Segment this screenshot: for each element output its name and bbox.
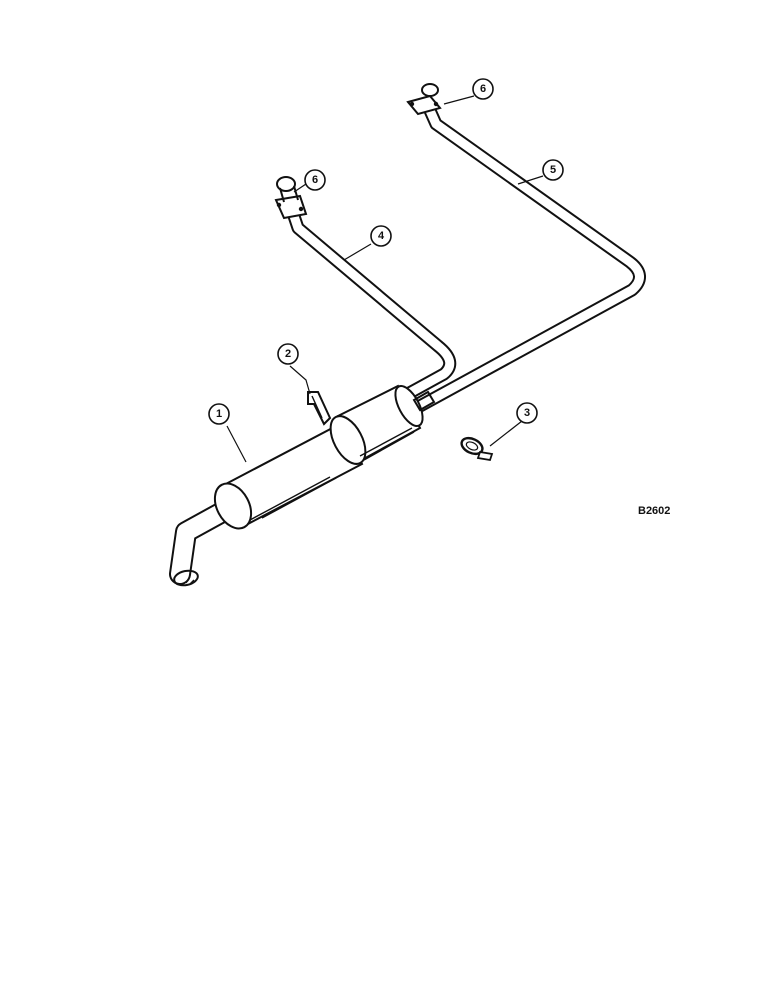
callout-1: 1 — [208, 403, 230, 425]
callout-label: 1 — [216, 408, 222, 420]
callout-label: 6 — [312, 174, 318, 186]
figure-reference-code: B2602 — [638, 505, 670, 517]
clamp-3 — [460, 436, 494, 462]
callout-label: 3 — [524, 407, 530, 419]
callout-label: 6 — [480, 83, 486, 95]
callout-6-left: 6 — [304, 169, 326, 191]
callout-2: 2 — [277, 343, 299, 365]
bracket-2 — [307, 391, 332, 426]
flange-6-right — [406, 83, 442, 116]
callout-leaders — [226, 95, 544, 463]
callout-6-right: 6 — [472, 78, 494, 100]
callout-label: 2 — [285, 348, 291, 360]
callout-4: 4 — [370, 225, 392, 247]
callout-label: 4 — [378, 230, 385, 242]
flange-6-left — [274, 176, 308, 220]
front-pipe-4 — [285, 203, 457, 403]
outlet-pipe — [169, 499, 237, 587]
callout-label: 5 — [550, 164, 556, 176]
callout-5: 5 — [542, 159, 564, 181]
muffler-1 — [213, 384, 436, 530]
tailpipe-5 — [413, 99, 646, 413]
callout-3: 3 — [516, 402, 538, 424]
